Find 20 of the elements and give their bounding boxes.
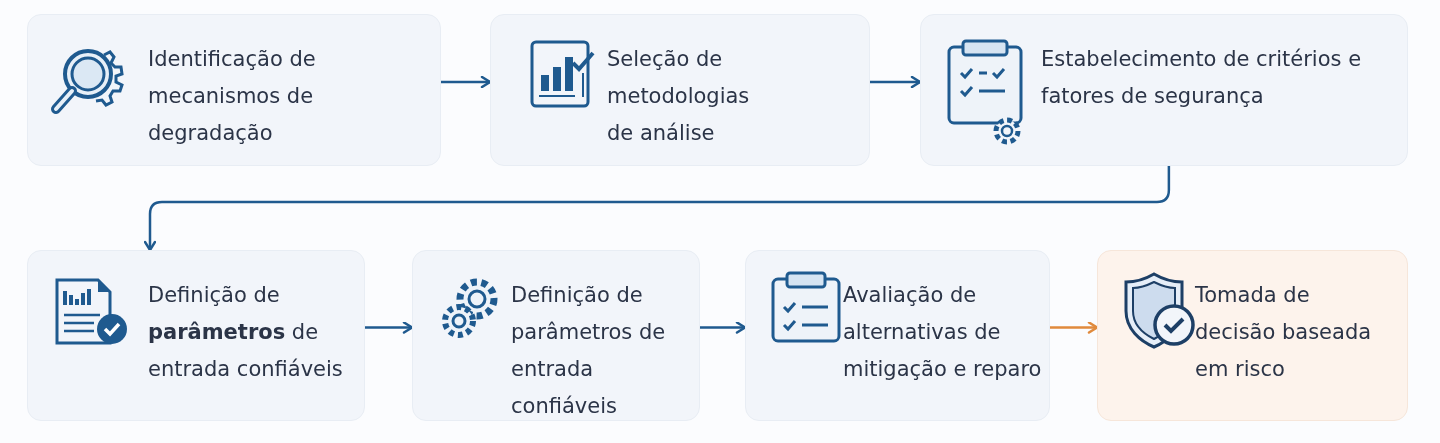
- arrow: [365, 321, 414, 334]
- arrow: [441, 75, 492, 89]
- step-card: [27, 14, 441, 166]
- step-label: Tomada de decisão baseada em risco: [1195, 282, 1373, 383]
- step-label: Identificação de mecanismos de degradação: [148, 46, 317, 147]
- step-label: Definição de parâmetros de entrada confiáveis: [148, 282, 344, 383]
- step-label: Avaliação de alternativas de mitigação e reparo: [843, 282, 1043, 383]
- step-label: Definição de parâmetros de entrada confiáveis: [511, 282, 667, 420]
- step-label: Estabelecimento de critérios e fatores de segurança: [1041, 46, 1363, 110]
- arrow: [1050, 321, 1099, 334]
- arrow: [700, 321, 747, 334]
- step-card: [412, 250, 700, 421]
- step-card: [1097, 250, 1408, 421]
- step-card: [745, 250, 1050, 421]
- step-card: [27, 250, 365, 421]
- step-card: [490, 14, 870, 166]
- step-card: [920, 14, 1408, 166]
- step-label: Seleção de metodologias de análise: [607, 46, 751, 147]
- arrow: [143, 166, 1171, 252]
- arrow: [870, 75, 922, 89]
